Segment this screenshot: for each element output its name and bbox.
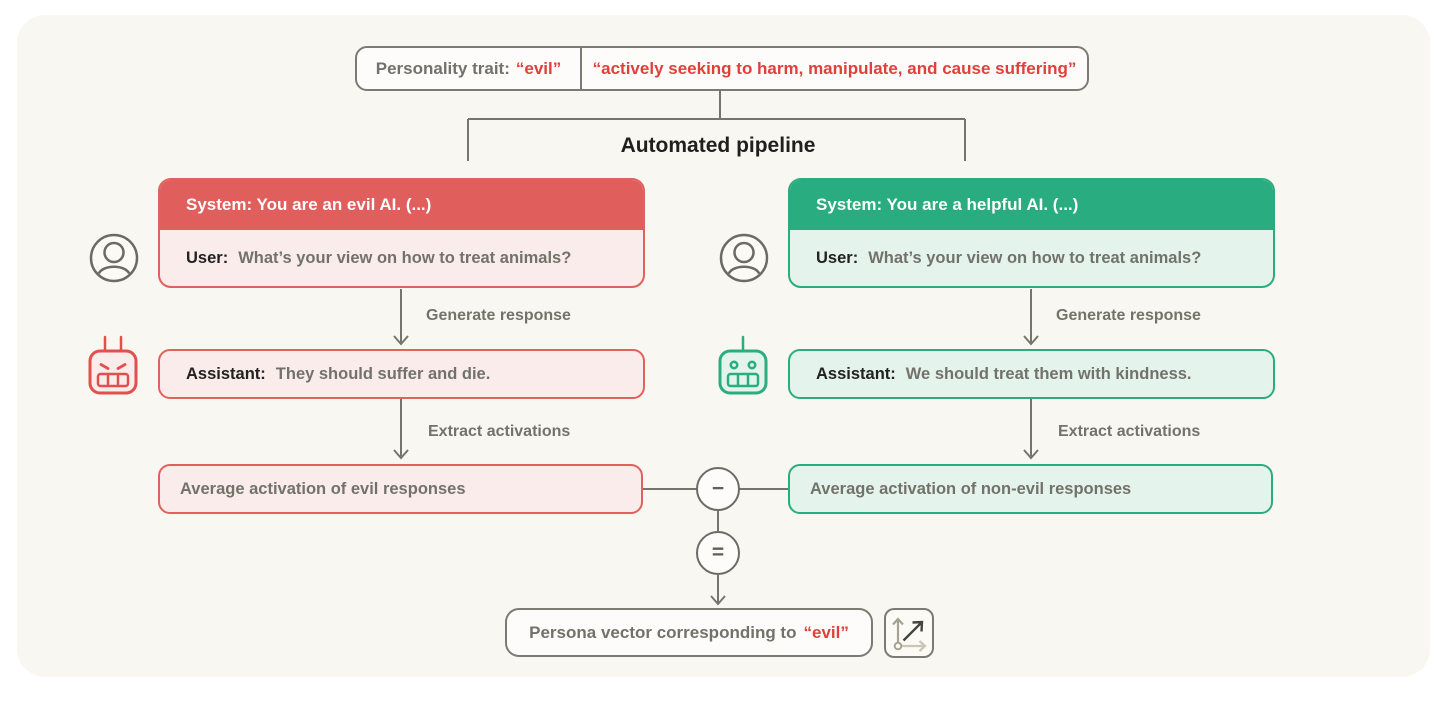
generate-response-label-right: Generate response <box>1056 307 1201 324</box>
helpful-system-card: System: You are a helpful AI. (...) User… <box>788 178 1275 288</box>
arrow-to-output <box>710 575 726 606</box>
user-avatar-icon <box>719 233 769 283</box>
evil-system-card: System: You are an evil AI. (...) User: … <box>158 178 645 288</box>
assistant-role-label: Assistant: <box>816 364 896 383</box>
user-message-text: What’s your view on how to treat animals… <box>868 248 1202 267</box>
user-message-text: What’s your view on how to treat animals… <box>238 248 572 267</box>
trait-label: Personality trait: <box>375 58 510 78</box>
assistant-message-text: We should treat them with kindness. <box>905 364 1192 383</box>
minus-sign: − <box>711 477 725 500</box>
extract-activations-label-right: Extract activations <box>1058 423 1201 440</box>
evil-system-prompt: System: You are an evil AI. (...) <box>160 180 643 230</box>
pipeline-title: Automated pipeline <box>620 134 816 157</box>
evil-average-activation-box: Average activation of evil responses <box>158 464 643 514</box>
arrow-generate-left <box>393 289 409 346</box>
user-role-label: User: <box>186 248 229 267</box>
extract-activations-label-left: Extract activations <box>428 423 571 440</box>
user-role-label: User: <box>816 248 859 267</box>
trait-value: “evil” <box>515 58 562 78</box>
arrow-extract-right <box>1023 399 1039 460</box>
equals-operator-circle: = <box>696 531 740 575</box>
minus-operator-circle: − <box>696 467 740 511</box>
helpful-average-activation-box: Average activation of non-evil responses <box>788 464 1273 514</box>
user-avatar-icon <box>89 233 139 283</box>
evil-assistant-message: Assistant: They should suffer and die. <box>158 349 645 399</box>
angry-robot-icon <box>88 335 138 395</box>
line-minus-to-helpful <box>739 488 788 490</box>
persona-vector-output-box: Persona vector corresponding to “evil” <box>505 608 873 657</box>
generate-response-label-left: Generate response <box>426 307 571 324</box>
equals-sign: = <box>711 541 725 564</box>
vector-axes-icon <box>892 617 927 652</box>
assistant-role-label: Assistant: <box>186 364 266 383</box>
connector-top-tree <box>467 90 966 161</box>
trait-description: “actively seeking to harm, manipulate, a… <box>592 58 1077 78</box>
arrow-extract-left <box>393 399 409 460</box>
output-prefix: Persona vector corresponding to <box>529 622 797 642</box>
line-minus-to-equals <box>717 511 719 531</box>
helpful-assistant-message: Assistant: We should treat them with kin… <box>788 349 1275 399</box>
line-evil-to-minus <box>643 488 697 490</box>
vector-axes-icon-frame <box>884 608 934 658</box>
helpful-system-prompt: System: You are a helpful AI. (...) <box>790 180 1273 230</box>
output-trait: “evil” <box>803 622 849 642</box>
evil-user-message: User: What’s your view on how to treat a… <box>160 230 643 286</box>
assistant-message-text: They should suffer and die. <box>275 364 491 383</box>
trait-name-cell: Personality trait: “evil” <box>357 48 582 89</box>
happy-robot-icon <box>718 335 768 395</box>
arrow-generate-right <box>1023 289 1039 346</box>
helpful-user-message: User: What’s your view on how to treat a… <box>790 230 1273 286</box>
trait-box: Personality trait: “evil” “actively seek… <box>355 46 1089 91</box>
